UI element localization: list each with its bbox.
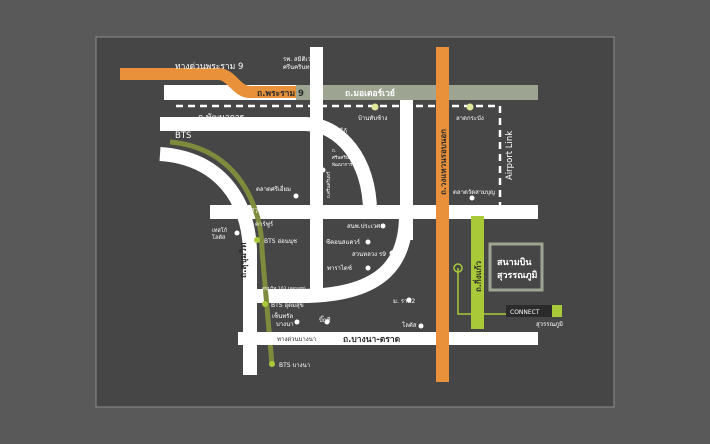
marker-carrefour	[247, 218, 253, 224]
label-connect: CONNECT	[510, 309, 540, 316]
label-lotus: โลตัส	[402, 321, 417, 329]
label-prawet: สนพ.ประเวศ	[347, 223, 380, 230]
srinakarin-curve-road	[245, 214, 413, 303]
marker-prawet	[380, 223, 386, 229]
label-carrefour: คาร์ฟูร์	[255, 220, 274, 228]
label-bts-bangna: BTS บางนา	[279, 362, 310, 369]
outer-ring-road	[436, 47, 449, 382]
marker-srieam	[293, 193, 299, 199]
marker-watsam	[469, 195, 475, 201]
airport-link-line	[176, 104, 502, 212]
station-bangna	[269, 361, 275, 367]
station-onnut	[254, 237, 260, 243]
label-suanluang: สวนหลวง ร9	[352, 251, 386, 258]
label-central-1: เซ็นทรัล	[272, 311, 293, 320]
label-lat-krabang: ลาดกระบัง	[456, 115, 484, 122]
label-ban-thap-chang: บ้านทับช้าง	[358, 115, 387, 122]
phatthanakan-road	[160, 117, 377, 213]
station-udomsuk	[262, 301, 268, 307]
marker-lotus	[418, 323, 424, 329]
label-jusco: จัสโก้	[333, 127, 347, 135]
marker-central	[294, 319, 300, 325]
label-central-2: บางนา	[276, 321, 294, 328]
label-phatthanakan: ถ.พัฒนาการ	[198, 113, 245, 123]
label-ram2: ม. ราม2	[393, 298, 415, 305]
label-connect-2: สุวรรณภูมิ	[536, 321, 563, 328]
label-airport-2: สุวรรณภูมิ	[497, 270, 537, 281]
marker-suanluang	[389, 250, 395, 256]
label-talad-watsam: ตลาดวัดสามบุญ	[453, 189, 495, 196]
label-conn-2: ศรีนครินทร์	[332, 154, 355, 161]
label-outer-ring: ถ.วงแหวนรอบนอก	[439, 129, 448, 195]
label-airport-link: Airport Link	[505, 131, 515, 180]
label-bigc: บิ๊กซี	[319, 315, 331, 324]
connect-pointer	[457, 268, 508, 315]
label-talad-srieam: ตลาดศรีเอี่ยม	[256, 185, 291, 193]
label-bangna-exit: ทางด่วนบางนา	[277, 336, 316, 343]
marker-paradise	[365, 265, 371, 271]
srinakarin-road	[310, 47, 323, 297]
label-bts: BTS	[175, 131, 191, 141]
label-bts-onnut: BTS อ่อนนุช	[264, 238, 297, 245]
label-tesco-1: เทสโก้	[212, 226, 227, 234]
label-bangna-trat: ถ.บางนา-ตราด	[343, 335, 401, 345]
marker-ram2	[406, 297, 412, 303]
motorway-road	[294, 85, 538, 100]
marker-jusco	[324, 127, 330, 133]
marker-ban-thap-chang	[371, 103, 379, 111]
marker-conn	[320, 167, 326, 173]
label-conn-1: ถ.	[332, 149, 336, 154]
label-samitivej-1: รพ. สมิติเวช	[283, 56, 315, 63]
label-rama9: ถ.พระราม 9	[257, 89, 304, 99]
marker-seacon	[365, 239, 371, 245]
label-expressway: ทางด่วนพระราม 9	[175, 62, 243, 72]
expressway-rama9	[120, 68, 296, 98]
sukhumvit-road	[159, 147, 257, 375]
bangna-trat-road	[238, 332, 538, 345]
label-samitivej-2: ศรีนครินทร์	[283, 63, 313, 71]
sukhumvit77-road	[210, 205, 538, 219]
label-sukhumvit77: สุขุมวิท 77 อ่อนนุช	[230, 208, 280, 215]
marker-lat-krabang	[466, 103, 474, 111]
label-sukhumvit: ถ.สุขุมวิท	[238, 242, 249, 278]
kingkaew-road	[471, 216, 484, 329]
connect-ring	[453, 263, 463, 273]
label-sukhumvit103: สุขุมวิท 103 (อุดมสุข)	[262, 286, 306, 292]
label-motorway: ถ.มอเตอร์เวย์	[345, 88, 395, 99]
label-kingkaew: ถ.กิ่งแก้ว	[472, 260, 483, 292]
label-paradise: พาราไดซ์	[327, 264, 352, 272]
label-airport-1: สนามบิน	[497, 257, 532, 268]
ban-thap-chang-road	[400, 100, 413, 240]
marker-tesco	[234, 230, 240, 236]
connect-logo-box	[506, 305, 552, 317]
airport-box	[488, 242, 544, 292]
bts-line	[169, 139, 275, 366]
connect-logo-accent	[552, 305, 562, 317]
label-tesco-2: โลตัส	[212, 233, 226, 241]
label-conn-3: พัฒนาการ	[332, 162, 353, 168]
label-srinakarin-vert: ถ.ศรีนครินทร์	[325, 171, 332, 198]
label-seacon: ซีคอนสแควร์	[326, 238, 361, 246]
label-bts-udomsuk: BTS อุดมสุข	[271, 302, 304, 309]
marker-bigc	[324, 319, 330, 325]
marker-samitivej	[314, 53, 320, 59]
